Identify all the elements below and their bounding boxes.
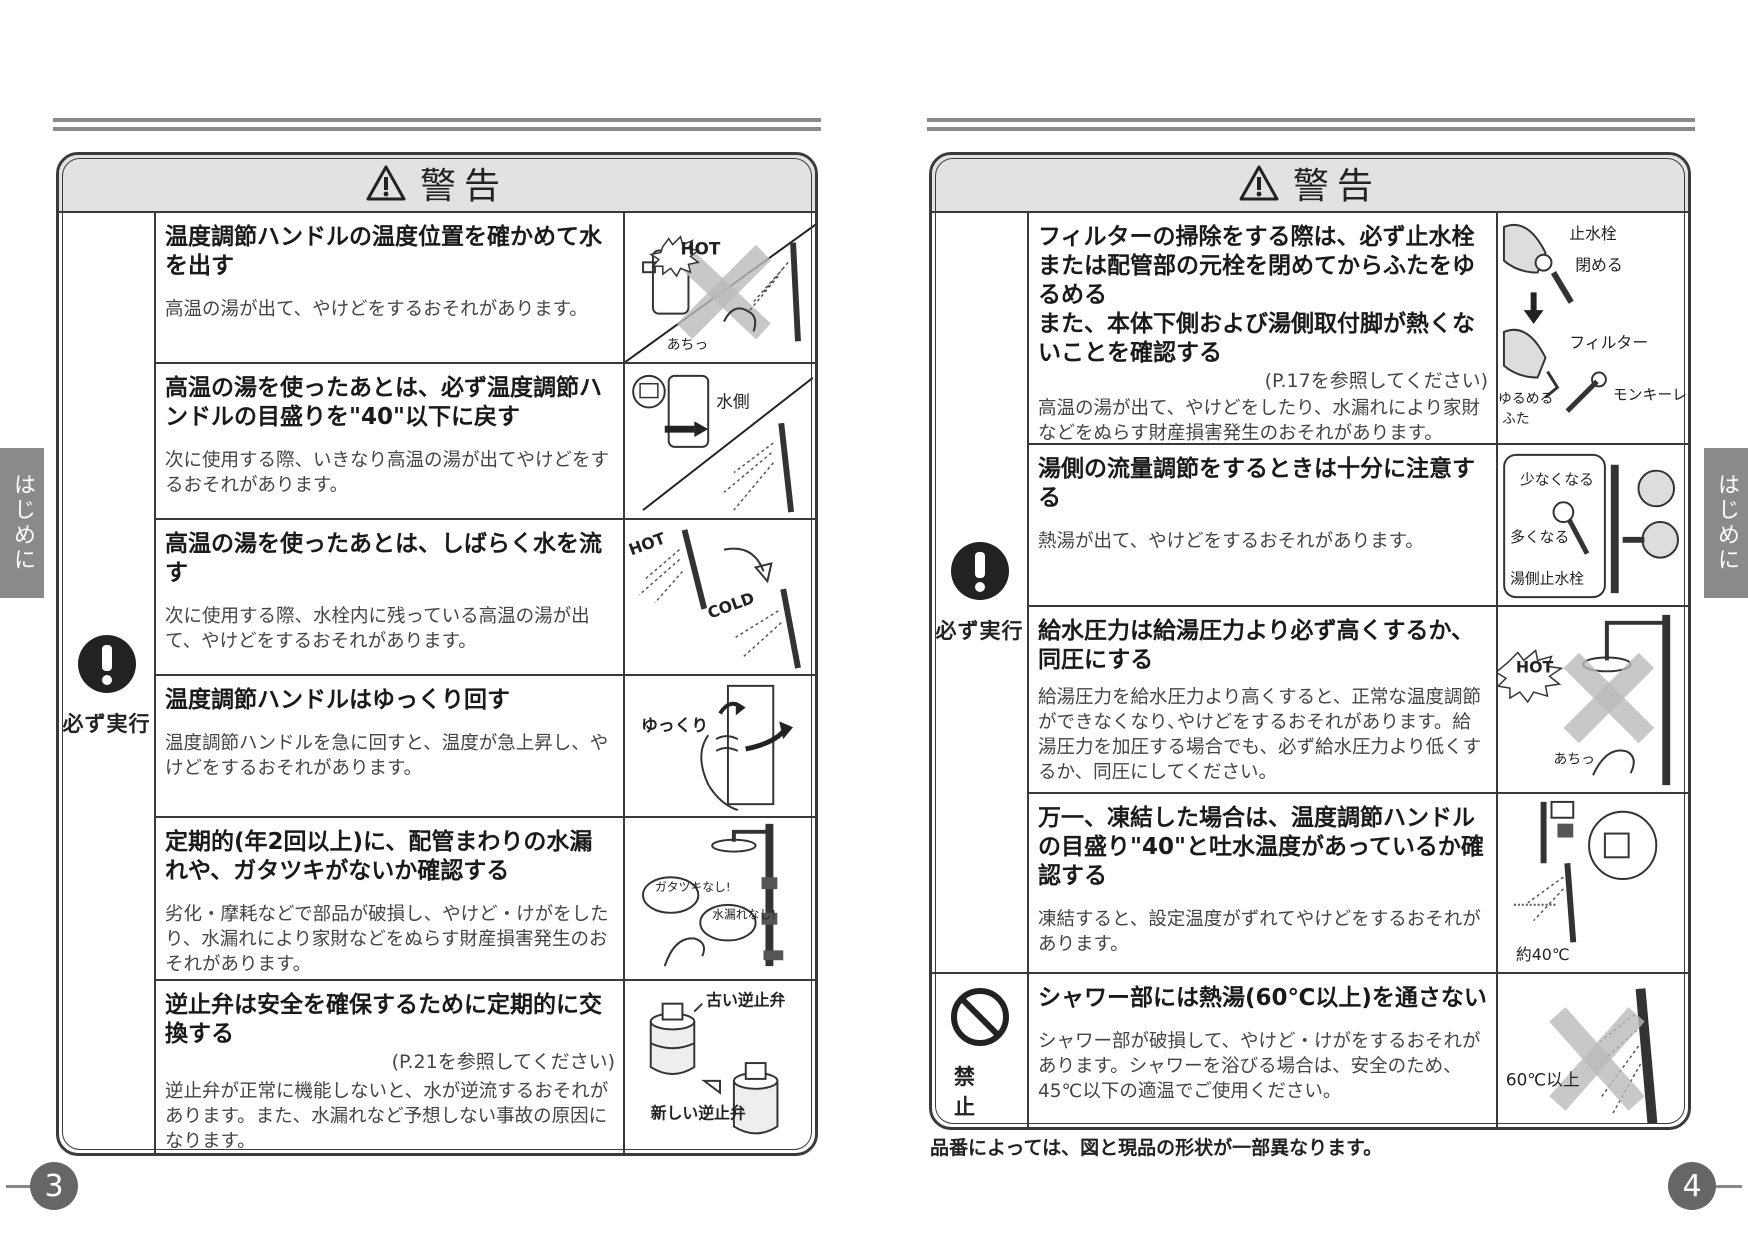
right-item-5: シャワー部には熱湯(60℃以上)を通さない シャワー部が破損して、やけど・けがを… [1029, 974, 1688, 1127]
item-title: 定期的(年2回以上)に、配管まわりの水漏れや、ガタツキがないか確認する [165, 829, 593, 884]
no-wobble-label: ガタツキなし! [655, 880, 731, 894]
achi-label: あちっ [667, 337, 708, 353]
category-label: 禁止 [954, 1064, 997, 1119]
item-body: 次に使用する際、水栓内に残っている高温の湯が出て、やけどをするおそれがあります。 [165, 606, 590, 652]
category-label: 必ず実行 [935, 618, 1024, 643]
page-reference: (P.21を参照してください) [391, 1051, 615, 1073]
item-body: 温度調節ハンドルを急に回すと、温度が急上昇し、やけどをするおそれがあります。 [165, 733, 609, 779]
item-body: 劣化・摩耗などで部品が破損し、やけど・けがをしたり、水漏れにより家財などをぬらす… [165, 904, 609, 975]
prohibition-icon [950, 987, 1010, 1051]
wrench-label: モンキーレンチ [1613, 386, 1691, 403]
slowly-label: ゆっくり [641, 715, 708, 735]
item-body: 熱湯が出て、やけどをするおそれがあります。 [1038, 531, 1424, 552]
right-item-2: 湯側の流量調節をするときは十分に注意する 熱湯が出て、やけどをするおそれがありま… [1029, 445, 1688, 607]
hot-label: HOT [626, 529, 668, 560]
item-body: 高温の湯が出て、やけどをするおそれがあります。 [165, 299, 588, 320]
achi-label: あちっ [1553, 751, 1595, 767]
right-category-must: 必ず実行 [932, 213, 1029, 974]
illustration-shower-over-60c: 60℃以上 [1496, 974, 1688, 1127]
no-leak-label: 水漏れなし! [712, 908, 776, 922]
right-item-1: フィルターの掃除をする際は、必ず止水栓または配管部の元栓を閉めてからふたをゆるめ… [1029, 213, 1691, 445]
item-title: 高温の湯を使ったあとは、必ず温度調節ハンドルの目盛りを"40"以下に戻す [165, 375, 602, 430]
illustration-handle-cold-side: 水側 [623, 364, 815, 518]
right-header-rule [927, 118, 1695, 131]
more-label: 多くなる [1510, 529, 1569, 546]
close-label: 閉める [1575, 256, 1623, 275]
left-side-tab[interactable]: はじめに [0, 448, 44, 598]
illustration-hot-to-cold: HOT COLD [623, 520, 815, 674]
right-item-4: 万一、凍結した場合は、温度調節ハンドルの目盛り"40"と吐水温度があっているか確… [1029, 794, 1688, 974]
about-40c-label: 約40℃ [1516, 945, 1570, 964]
loosen-label: ゆるめる [1498, 391, 1553, 407]
stop-valve-label: 止水栓 [1569, 224, 1617, 243]
category-label: 必ず実行 [62, 712, 151, 736]
hot-label: HOT [681, 238, 721, 258]
right-warning-header: 警告 [932, 155, 1688, 213]
mandatory-action-icon [950, 541, 1010, 605]
right-warning-panel: 警告 必ず実行 禁止 フィルターの掃除をする際は、必ず止水栓または配管部の元栓を… [929, 152, 1691, 1130]
item-body: 次に使用する際、いきなり高温の湯が出てやけどをするおそれがあります。 [165, 450, 610, 496]
mandatory-action-icon [77, 634, 137, 698]
illustration-hot-water-burn: HOT あちっ [623, 213, 815, 362]
left-page-number: 3 [30, 1162, 78, 1210]
item-body: 高温の湯が出て、やけどをしたり、水漏れにより家財などをぬらす財産損害発生のおそれ… [1038, 398, 1480, 444]
left-warning-panel: 警告 必ず実行 温度調節ハンドルの温度位置を確かめて水を出す 高温の湯が出て、や… [56, 152, 818, 1156]
hot-label: HOT [1516, 657, 1554, 676]
left-header-rule [53, 118, 821, 131]
left-page-number-rule [6, 1185, 32, 1188]
less-label: 少なくなる [1520, 472, 1594, 489]
item-title: 温度調節ハンドルはゆっくり回す [165, 687, 510, 713]
right-side-tab[interactable]: はじめに [1704, 448, 1748, 598]
item-title: フィルターの掃除をする際は、必ず止水栓または配管部の元栓を閉めてからふたをゆるめ… [1038, 224, 1475, 366]
item-body: 給湯圧力を給水圧力より高くすると、正常な温度調節ができなくなり､やけどをするおそ… [1038, 687, 1482, 783]
item-body: 逆止弁が正常に機能しないと、水が逆流するおそれがあります。また、水漏れなど予想し… [165, 1081, 609, 1152]
old-valve-label: 古い逆止弁 [706, 991, 785, 1010]
illustration-turn-slowly: ゆっくり [623, 676, 815, 816]
illustration-filter-cleaning: 止水栓 閉める フィルター ゆるめる ふた モンキーレンチ [1496, 213, 1691, 443]
product-shape-footnote: 品番によっては、図と現品の形状が一部異なります。 [930, 1137, 1383, 1159]
left-category-must: 必ず実行 [59, 213, 156, 1153]
item-title: 給水圧力は給湯圧力より必ず高くするか、同圧にする [1038, 618, 1475, 673]
item-title: 逆止弁は安全を確保するために定期的に交換する [165, 992, 602, 1047]
cold-label: COLD [705, 588, 757, 622]
warning-triangle-icon [1239, 165, 1279, 201]
illustration-check-valve: 古い逆止弁 新しい逆止弁 [623, 981, 815, 1153]
item-title: シャワー部には熱湯(60℃以上)を通さない [1038, 985, 1487, 1011]
item-title: 湯側の流量調節をするときは十分に注意する [1038, 456, 1475, 511]
left-item-2: 高温の湯を使ったあとは、必ず温度調節ハンドルの目盛りを"40"以下に戻す 次に使… [156, 364, 815, 520]
item-title: 万一、凍結した場合は、温度調節ハンドルの目盛り"40"と吐水温度があっているか確… [1038, 805, 1484, 889]
illustration-leak-check: ガタツキなし! 水漏れなし! [623, 818, 815, 979]
right-page-number: 4 [1668, 1162, 1716, 1210]
item-title: 高温の湯を使ったあとは、しばらく水を流す [165, 531, 602, 586]
illustration-frozen-check: 約40℃ [1496, 794, 1688, 972]
item-body: シャワー部が破損して、やけど・けがをするおそれがあります。シャワーを浴びる場合は… [1038, 1031, 1481, 1102]
left-item-4: 温度調節ハンドルはゆっくり回す 温度調節ハンドルを急に回すと、温度が急上昇し、や… [156, 676, 815, 818]
right-warning-title: 警告 [1292, 166, 1381, 207]
left-item-3: 高温の湯を使ったあとは、しばらく水を流す 次に使用する際、水栓内に残っている高温… [156, 520, 815, 676]
item-body: 凍結すると、設定温度がずれてやけどをするおそれがあります。 [1038, 909, 1481, 955]
warning-triangle-icon [366, 165, 406, 201]
left-item-1: 温度調節ハンドルの温度位置を確かめて水を出す 高温の湯が出て、やけどをするおそれ… [156, 213, 815, 364]
filter-label: フィルター [1569, 333, 1648, 352]
page-reference: (P.17を参照してください) [1264, 370, 1488, 392]
right-category-prohibit: 禁止 [932, 974, 1029, 1127]
hot-stop-valve-label: 湯側止水栓 [1510, 570, 1584, 587]
left-warning-title: 警告 [419, 166, 508, 207]
right-page-number-rule [1716, 1185, 1742, 1188]
lid-label: ふた [1502, 411, 1530, 427]
illustration-hot-flow-adjust: 少なくなる 多くなる 湯側止水栓 [1496, 445, 1688, 605]
left-warning-header: 警告 [59, 155, 815, 213]
left-item-6: 逆止弁は安全を確保するために定期的に交換する (P.21を参照してください) 逆… [156, 981, 815, 1153]
illustration-pressure-hot: HOT あちっ [1496, 607, 1688, 792]
cold-side-label: 水側 [716, 391, 750, 411]
over-60c-label: 60℃以上 [1506, 1070, 1580, 1090]
right-item-3: 給水圧力は給湯圧力より必ず高くするか、同圧にする 給湯圧力を給水圧力より高くする… [1029, 607, 1688, 794]
item-title: 温度調節ハンドルの温度位置を確かめて水を出す [165, 224, 602, 279]
new-valve-label: 新しい逆止弁 [651, 1104, 746, 1123]
left-item-5: 定期的(年2回以上)に、配管まわりの水漏れや、ガタツキがないか確認する 劣化・摩… [156, 818, 815, 981]
